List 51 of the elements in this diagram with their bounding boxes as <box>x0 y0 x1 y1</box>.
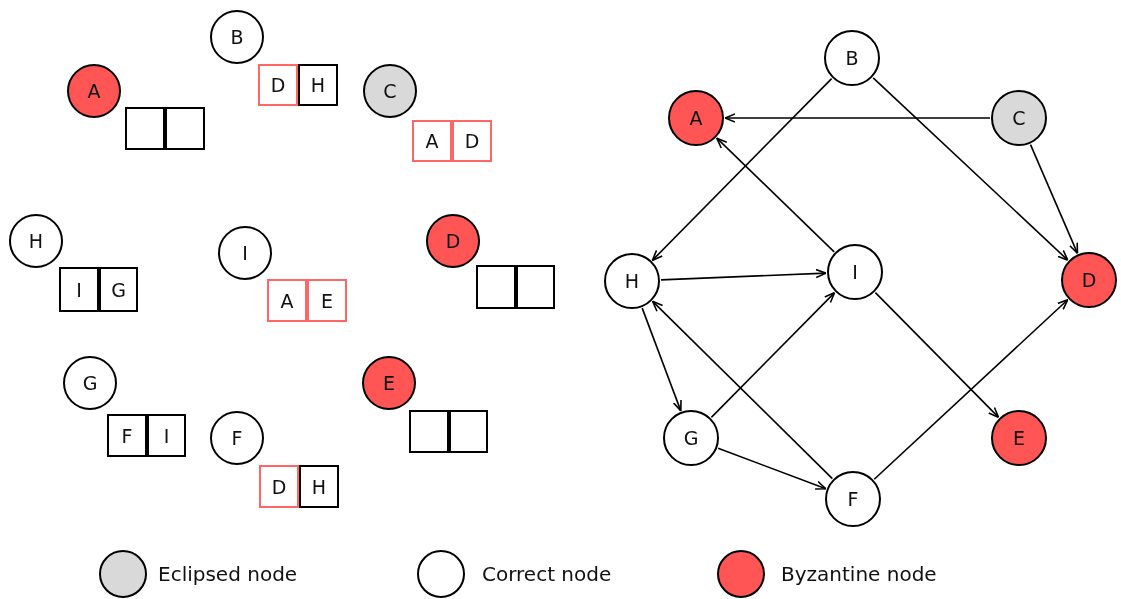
node-circle: G <box>63 356 117 410</box>
arrow <box>710 291 836 419</box>
node-circle: A <box>67 64 121 118</box>
slot-cell: H <box>299 465 339 508</box>
node-circle: I <box>218 226 272 280</box>
empty-slot <box>409 410 449 453</box>
arrow <box>651 300 834 480</box>
arrow <box>660 268 827 281</box>
slot-cell: D <box>259 465 299 508</box>
slot-cell: I <box>147 414 186 457</box>
slot-cell: D <box>452 120 492 162</box>
arrow <box>874 291 1000 419</box>
legend-label: Byzantine node <box>781 562 937 586</box>
node-circle: D <box>426 214 480 268</box>
slot-cell: A <box>267 279 307 322</box>
slot-cell: H <box>298 64 338 106</box>
slot-cell: A <box>412 120 452 162</box>
node-circle: C <box>991 90 1047 146</box>
arrow <box>651 77 833 262</box>
node-circle: F <box>825 471 881 527</box>
arrow <box>724 113 991 123</box>
arrow <box>1029 143 1079 255</box>
empty-slot <box>125 107 165 150</box>
node-circle: E <box>362 356 416 410</box>
slot-cell: G <box>99 267 138 312</box>
empty-slot <box>476 265 516 309</box>
node-circle: G <box>663 410 719 466</box>
empty-slot <box>165 107 205 150</box>
slot-cell: E <box>307 279 347 322</box>
empty-slot <box>516 265 555 309</box>
node-circle: B <box>210 10 264 64</box>
arrow <box>716 137 835 253</box>
empty-slot <box>449 410 488 453</box>
slot-cell: F <box>107 414 147 457</box>
node-circle: B <box>824 30 880 86</box>
node-circle: I <box>827 244 883 300</box>
arrow <box>717 447 827 490</box>
node-circle: C <box>363 64 417 118</box>
legend-label: Eclipsed node <box>158 562 298 586</box>
node-circle: F <box>210 411 264 465</box>
node-circle: H <box>9 214 63 268</box>
slot-cell: I <box>59 267 99 312</box>
arrow <box>641 307 682 412</box>
node-circle: D <box>1061 252 1117 308</box>
arrow <box>872 77 1069 261</box>
arrow <box>873 298 1069 481</box>
node-circle: E <box>991 410 1047 466</box>
slot-cell: D <box>258 64 298 106</box>
node-circle: A <box>668 90 724 146</box>
node-circle: H <box>604 253 660 309</box>
legend-label: Correct node <box>482 562 612 586</box>
